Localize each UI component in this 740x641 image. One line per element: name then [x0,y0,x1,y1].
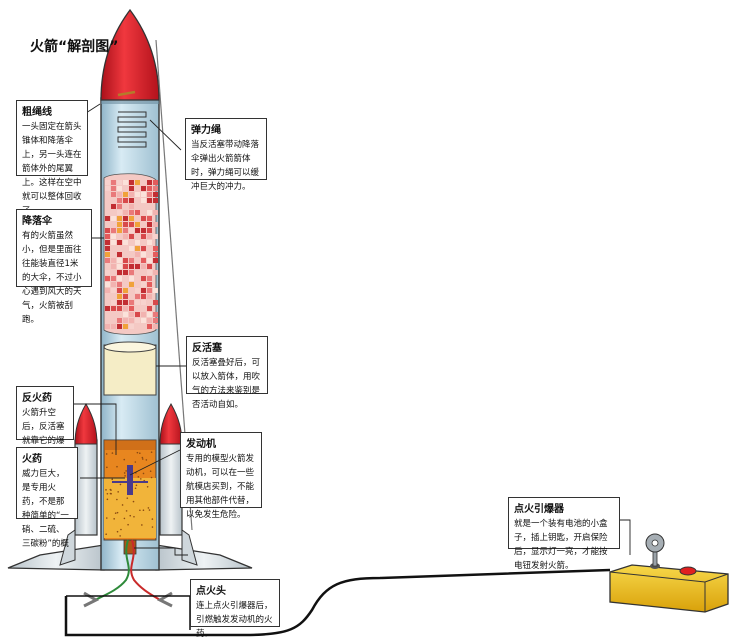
launcher-box [610,565,728,612]
left-booster-tube [75,440,97,535]
label-engine-title: 发动机 [186,437,256,452]
label-igniter-body: 连上点火引爆器后，引燃触发发动机的火药。 [196,599,274,641]
label-shock-cord-title: 粗绳线 [22,105,82,120]
parachute [104,174,158,335]
launcher-key [646,534,664,566]
label-parachute: 降落伞 有的火箭虽然小，但是里面往往能装直径1米的大伞，不过小心遇到风大的天气，… [16,209,92,287]
label-launcher-title: 点火引爆器 [514,502,614,517]
label-ejection-charge-title: 反火药 [22,391,68,406]
label-piston-body: 反活塞叠好后，可以放入箭体，用吹气的方法来鉴别是否活动自如。 [192,356,262,412]
label-elastic-cord-title: 弹力绳 [191,123,261,138]
label-igniter: 点火头 连上点火引爆器后，引燃触发发动机的火药。 [190,579,280,627]
right-booster-nose [160,404,182,444]
left-booster-nose [75,404,97,444]
diagram-title: 火箭“解剖图” [30,36,118,56]
launcher-button [680,567,696,575]
label-piston: 反活塞 反活塞叠好后，可以放入箭体，用吹气的方法来鉴别是否活动自如。 [186,336,268,394]
launch-cable [66,570,610,635]
engine-core [127,465,133,495]
label-elastic-cord: 弹力绳 当反活塞带动降落伞弹出火箭箭体时，弹力绳可以缓冲巨大的冲力。 [185,118,267,180]
label-propellant-title: 火药 [22,452,72,467]
label-propellant-body: 威力巨大，是专用火药，不是那种简单的“一硝、二硫、三碳粉”的概 [22,467,72,551]
label-ejection-charge: 反火药 火箭升空后，反活塞就靠它的爆炸来推动。 [16,386,74,440]
label-shock-cord: 粗绳线 一头固定在箭头锥体和降落伞上，另一头连在箭体外的尾翼上。这样在空中就可以… [16,100,88,176]
label-engine: 发动机 专用的模型火箭发动机，可以在一些航模店买到，不能用其他部件代替，以免发生… [180,432,262,508]
label-launcher: 点火引爆器 就是一个装有电池的小盒子，插上钥匙，开启保险后，显示灯一亮，才能按电… [508,497,620,549]
label-propellant: 火药 威力巨大，是专用火药，不是那种简单的“一硝、二硫、三碳粉”的概 [16,447,78,519]
label-parachute-title: 降落伞 [22,214,86,229]
label-shock-cord-body: 一头固定在箭头锥体和降落伞上，另一头连在箭体外的尾翼上。这样在空中就可以整体回收… [22,120,82,218]
label-igniter-title: 点火头 [196,584,274,599]
label-parachute-body: 有的火箭虽然小，但是里面往往能装直径1米的大伞，不过小心遇到风大的天气，火箭被刮… [22,229,86,327]
label-piston-title: 反活塞 [192,341,262,356]
label-launcher-body: 就是一个装有电池的小盒子，插上钥匙，开启保险后，显示灯一亮，才能按电钮发射火箭。 [514,517,614,573]
label-engine-body: 专用的模型火箭发动机，可以在一些航模店买到，不能用其他部件代替，以免发生危险。 [186,452,256,522]
label-elastic-cord-body: 当反活塞带动降落伞弹出火箭箭体时，弹力绳可以缓冲巨大的冲力。 [191,138,261,194]
